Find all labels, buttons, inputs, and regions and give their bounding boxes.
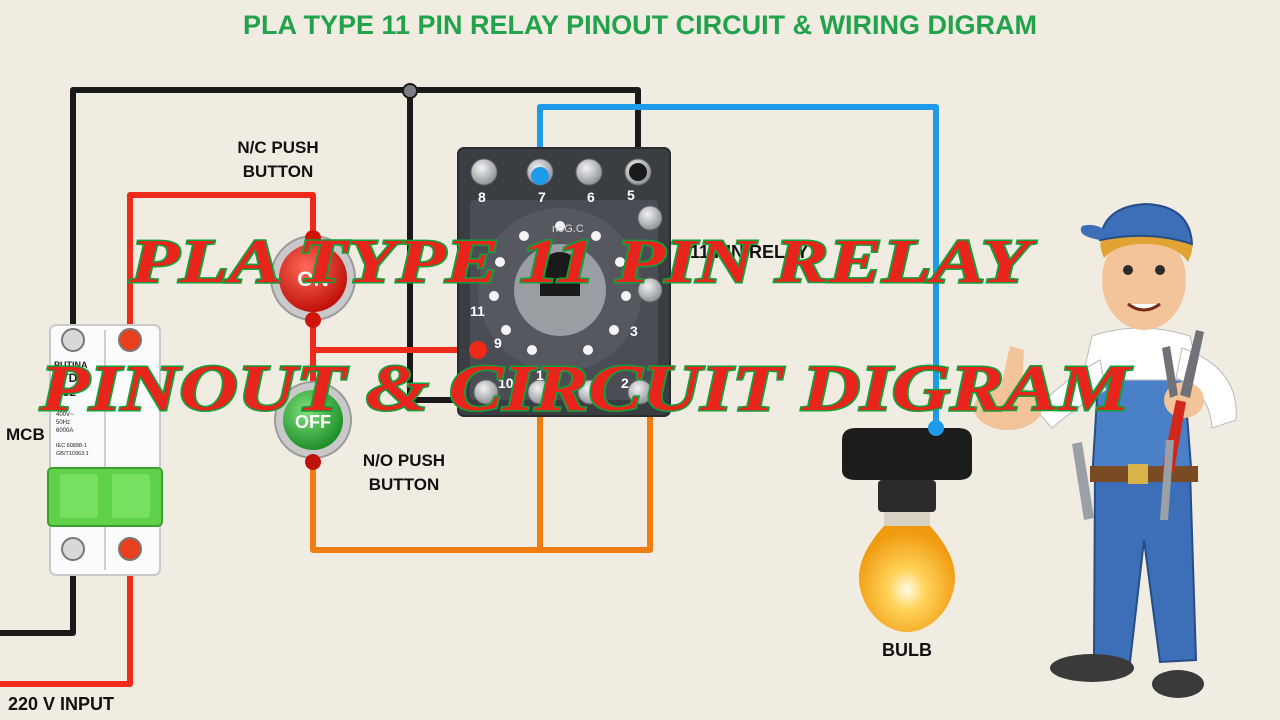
nc-button-label-1: N/C PUSH xyxy=(237,138,318,157)
overlay-title-line-2: PINOUT & CIRCUIT DIGRAM xyxy=(39,352,1133,425)
orange-wires xyxy=(310,405,653,553)
red-wires xyxy=(0,192,478,687)
blue-wire xyxy=(537,104,939,428)
relay-pin-5: 5 xyxy=(627,187,635,203)
no-button-label-1: N/O PUSH xyxy=(363,451,445,470)
mcb-brand: PUTINA xyxy=(54,360,88,370)
mcb-breaker-icon: PUTINA FTD1 C32 400V~ 50Hz 6000A IEC 608… xyxy=(47,324,163,576)
relay-pin-6: 6 xyxy=(587,189,595,205)
relay-socket-holes xyxy=(489,221,631,355)
push-button-on-icon: ON xyxy=(270,230,356,328)
orange-wire-loop xyxy=(310,405,653,553)
electrician-mascot-icon xyxy=(974,202,1237,698)
off-button-text: OFF xyxy=(295,412,331,432)
mcb-model: FTD1 xyxy=(54,371,84,385)
relay-pin-4: 4 xyxy=(632,247,640,263)
mcb-capacity: 6000A xyxy=(56,428,73,434)
mcb-label: MCB xyxy=(6,425,45,444)
wire-junction xyxy=(402,83,418,99)
light-bulb-icon xyxy=(842,420,972,632)
mcb-standard-2: GB/T10963.1 xyxy=(56,451,89,457)
relay-pin-3: 3 xyxy=(630,323,638,339)
relay-pin-10: 10 xyxy=(498,375,514,391)
bulb-label: BULB xyxy=(882,640,932,660)
mcb-voltage: 400V~ xyxy=(56,412,74,418)
relay-brand: noG.C xyxy=(552,223,584,235)
relay-socket-icon: noG.C 8 7 6 5 4 3 9 10 11 1 2 xyxy=(457,147,671,417)
relay-pin-9: 9 xyxy=(494,335,502,351)
relay-label: 11 PIN RELAY xyxy=(690,242,808,262)
overlay-title-line-1: PLA TYPE 11 PIN RELAY xyxy=(129,228,1037,296)
relay-pin-1: 1 xyxy=(536,367,544,383)
nc-button-label-2: BUTTON xyxy=(243,162,314,181)
relay-pin-8: 8 xyxy=(478,189,486,205)
mcb-rating: C32 xyxy=(54,385,76,399)
relay-pin-2: 2 xyxy=(621,375,629,391)
relay-pin-7: 7 xyxy=(538,189,546,205)
relay-pin-11: 11 xyxy=(470,303,485,319)
black-wires xyxy=(0,87,641,636)
mcb-frequency: 50Hz xyxy=(56,420,70,426)
red-wire-mcb-top xyxy=(127,192,316,330)
black-wire-input xyxy=(0,555,76,636)
input-label: 220 V INPUT xyxy=(8,694,114,714)
push-button-off-icon: OFF xyxy=(274,381,352,470)
black-wire-mcb-top xyxy=(70,87,641,330)
no-button-label-2: BUTTON xyxy=(369,475,440,494)
red-wire-input xyxy=(0,555,133,687)
relay-top-screws xyxy=(470,158,652,186)
on-button-text: ON xyxy=(297,268,329,291)
page-title: PLA TYPE 11 PIN RELAY PINOUT CIRCUIT & W… xyxy=(243,10,1037,40)
black-wire-drop xyxy=(407,90,470,403)
mcb-standard-1: IEC 60898-1 xyxy=(56,443,87,449)
